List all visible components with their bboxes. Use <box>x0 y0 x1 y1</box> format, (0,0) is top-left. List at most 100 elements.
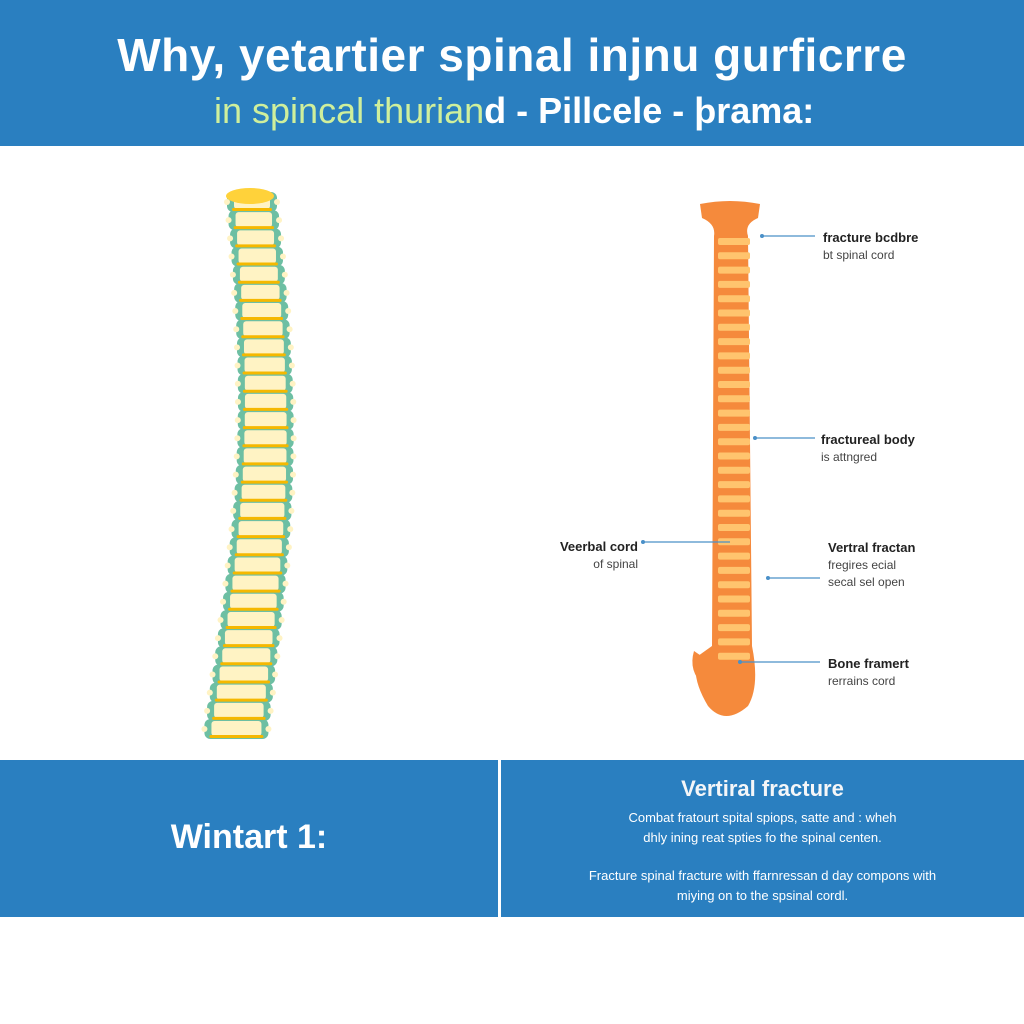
left-disc <box>233 226 275 230</box>
left-process-dot <box>276 635 283 642</box>
footer-right-panel: Vertiral fracture Combat fratourt spital… <box>501 760 1024 917</box>
leader-dot <box>753 436 757 440</box>
left-process-dot <box>228 526 235 533</box>
left-process-dot <box>234 435 241 442</box>
left-process-dot <box>290 417 297 424</box>
right-vertebra <box>718 638 750 646</box>
left-process-dot <box>290 453 297 460</box>
right-vertebra <box>718 495 750 503</box>
left-process-dot <box>229 271 236 278</box>
right-vertebra <box>718 309 750 317</box>
left-disc <box>240 317 284 321</box>
left-disc <box>222 644 275 648</box>
left-disc <box>241 353 286 357</box>
left-process-dot <box>289 489 296 496</box>
left-process-dot <box>285 308 292 315</box>
left-disc <box>236 535 286 539</box>
footer-paragraph-1: Combat fratourt spital spiops, satte and… <box>628 810 897 845</box>
left-disc <box>237 280 280 284</box>
left-vertebra <box>211 721 262 736</box>
left-disc <box>242 371 287 375</box>
left-process-dot <box>233 453 240 460</box>
right-vertebra <box>718 552 750 560</box>
left-disc <box>228 607 279 611</box>
label-fracture-border: fracture bcdbre bt spinal cord <box>823 230 919 262</box>
footer-right-title: Vertiral fracture <box>681 776 844 801</box>
left-process-dot <box>278 616 285 623</box>
left-process-dot <box>224 199 230 205</box>
left-spine <box>201 188 297 739</box>
left-process-dot <box>220 598 227 605</box>
left-vertebra <box>242 303 282 319</box>
left-process-dot <box>290 435 297 442</box>
right-vertebra <box>718 338 750 346</box>
left-process-dot <box>232 471 239 478</box>
right-vertebra <box>718 509 750 517</box>
left-vertebra <box>224 630 273 646</box>
footer-left-panel: Wintart 1: <box>0 760 498 917</box>
left-vertebra <box>216 684 266 700</box>
left-process-dot <box>276 217 283 224</box>
left-process-dot <box>287 526 294 533</box>
right-vertebra <box>718 409 750 417</box>
right-spine <box>692 201 760 716</box>
leader-dot <box>766 576 770 580</box>
left-disc <box>235 244 277 248</box>
left-process-dot <box>288 362 295 369</box>
left-vertebra <box>214 702 264 718</box>
left-disc <box>225 625 277 629</box>
left-disc <box>236 262 278 266</box>
right-vertebra <box>718 481 750 489</box>
left-process-dot <box>214 635 221 642</box>
right-vertebra <box>718 466 750 474</box>
left-vertebra <box>219 666 269 682</box>
right-fragment <box>692 651 716 686</box>
leader-lines <box>641 234 820 664</box>
header-banner: Why, yetartier spinal injnu gurficrre in… <box>0 0 1024 146</box>
left-vertebra <box>238 248 276 264</box>
left-process-dot <box>278 235 285 242</box>
left-process-dot <box>274 653 281 660</box>
footer-left-title: Wintart 1: <box>170 818 328 856</box>
left-process-dot <box>290 471 297 478</box>
leader-dot <box>738 660 742 664</box>
left-process-dot <box>290 398 297 405</box>
right-vertebra <box>718 266 750 274</box>
left-process-dot <box>201 726 208 732</box>
right-vertebra <box>718 452 750 460</box>
right-vertebra <box>718 423 750 431</box>
left-process-dot <box>217 616 224 623</box>
title-line-2: in spincal thuriand - Pillcele - þrama: <box>214 90 814 132</box>
left-disc <box>241 335 285 339</box>
left-vertebra <box>227 611 275 627</box>
label-vertral-fractan: Vertral fractan fregires ecial secal sel… <box>828 540 916 589</box>
left-vertebra <box>244 375 286 391</box>
left-process-dot <box>226 544 233 551</box>
left-process-dot <box>279 253 286 260</box>
left-vertebra <box>242 466 287 482</box>
left-disc <box>232 208 272 211</box>
right-vertebra <box>718 252 750 260</box>
right-vertebra <box>718 581 750 589</box>
left-process-dot <box>283 289 290 296</box>
left-process-dot <box>274 199 280 205</box>
left-disc <box>240 480 289 484</box>
left-process-dot <box>267 707 274 714</box>
right-vertebra <box>718 609 750 617</box>
left-process-dot <box>234 380 241 387</box>
right-vertebra <box>718 366 750 374</box>
left-disc <box>238 516 287 520</box>
left-disc <box>242 444 289 448</box>
label-bone-fragment: Bone framert rerrains cord <box>828 656 909 688</box>
left-vertebra <box>244 393 287 409</box>
left-vertebra <box>243 339 284 355</box>
left-vertebra <box>238 521 284 537</box>
right-vertebra <box>718 280 750 288</box>
right-vertebra <box>718 595 750 603</box>
left-disc <box>214 698 268 702</box>
left-vertebra <box>244 357 285 373</box>
leader-dot <box>760 234 764 238</box>
left-process-dot <box>224 562 231 569</box>
left-process-dot <box>269 689 276 696</box>
label-verbal-cord: Veerbal cord of spinal <box>559 539 638 571</box>
